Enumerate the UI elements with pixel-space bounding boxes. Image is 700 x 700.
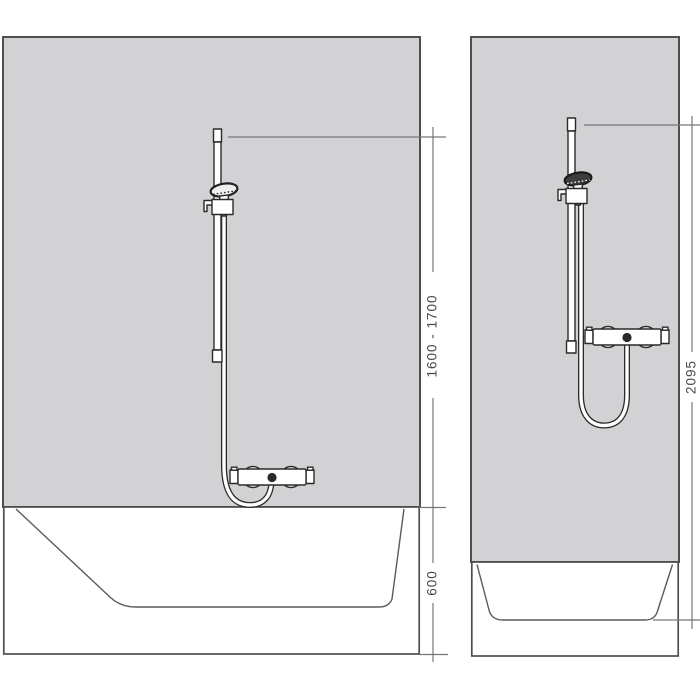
left-end-cap: [584, 329, 594, 345]
dimension-label: 2095: [684, 360, 699, 394]
shower-hose-inner: [222, 214, 274, 507]
dimension-tub-height: 600: [419, 506, 448, 662]
spray-dots: [212, 190, 236, 196]
holder-bracket: [565, 187, 588, 205]
right-end-cap: [305, 469, 315, 485]
hose-outlet-knob: [622, 332, 632, 343]
thermostat-mixer: [584, 325, 670, 349]
bathtub-outline: [2, 506, 421, 655]
left-end-cap: [229, 469, 239, 485]
left-view: 1600 - 1700 600: [2, 36, 448, 662]
tray-inner-edge: [476, 564, 674, 621]
left-cap-tab: [585, 326, 593, 331]
shower-set: [203, 128, 275, 509]
left-cap-tab: [230, 466, 238, 471]
shower-rail: [213, 141, 222, 351]
tray-outline: [470, 561, 680, 657]
dimension-rail-height: 1600 - 1700: [228, 127, 446, 563]
bathtub-inner-edge: [15, 508, 405, 608]
hand-shower-head: [563, 171, 593, 187]
shower-rail: [567, 130, 576, 342]
shower-set: [557, 117, 630, 429]
right-view: 2095: [470, 36, 700, 657]
right-cap-tab: [306, 466, 314, 471]
rail-top-cap: [566, 117, 577, 132]
shower-tray: [470, 561, 680, 657]
holder-bracket: [211, 198, 234, 216]
rail-top-cap: [212, 128, 223, 143]
right-cap-tab: [661, 326, 669, 331]
dimension-rail-height: 2095: [584, 116, 700, 629]
dimension-label: 600: [425, 570, 440, 596]
dimension-label: 1600 - 1700: [425, 294, 440, 377]
rail-bottom-cap: [565, 340, 577, 354]
bathtub: [2, 506, 421, 655]
spray-dots: [566, 179, 590, 185]
shower-hose-inner: [579, 204, 629, 428]
thermostat-mixer: [229, 465, 315, 489]
hose-outlet-knob: [267, 472, 277, 483]
right-end-cap: [660, 329, 670, 345]
rail-bottom-cap: [211, 349, 223, 363]
wall-panel: [2, 36, 421, 508]
